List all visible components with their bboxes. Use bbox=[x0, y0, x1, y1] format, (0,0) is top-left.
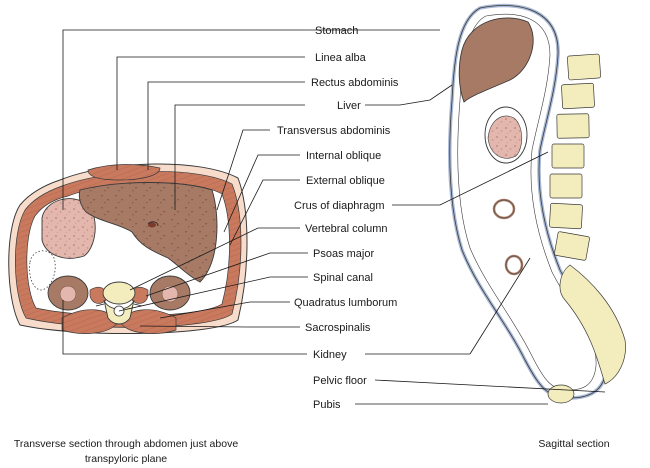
sagittal-vertebrae bbox=[547, 53, 626, 404]
liver-section bbox=[78, 182, 218, 283]
label-stomach: Stomach bbox=[315, 25, 358, 37]
label-internal-oblique: Internal oblique bbox=[306, 150, 381, 162]
label-rectus-abdominis: Rectus abdominis bbox=[311, 77, 399, 89]
label-kidney: Kidney bbox=[313, 349, 347, 361]
label-external-oblique: External oblique bbox=[306, 175, 385, 187]
sagittal-pubis bbox=[547, 384, 575, 404]
caption-sagittal: Sagittal section bbox=[538, 438, 609, 450]
rectus-abdominis-section bbox=[87, 164, 161, 181]
label-liver: Liver bbox=[337, 100, 361, 112]
label-quadratus-lumborum: Quadratus lumborum bbox=[294, 297, 397, 309]
stomach-section bbox=[41, 198, 96, 259]
leader-lines bbox=[62, 29, 606, 405]
label-crus-of-diaphragm: Crus of diaphragm bbox=[294, 200, 385, 212]
transverse-section bbox=[8, 163, 248, 335]
label-spinal-canal: Spinal canal bbox=[313, 272, 373, 284]
caption-transverse-line2: transpyloric plane bbox=[85, 453, 167, 465]
label-linea-alba: Linea alba bbox=[315, 52, 367, 64]
vertebral-column-section bbox=[95, 281, 143, 325]
label-pubis: Pubis bbox=[313, 399, 341, 411]
captions: Transverse section through abdomen just … bbox=[14, 438, 610, 465]
caption-transverse-line1: Transverse section through abdomen just … bbox=[14, 438, 238, 450]
label-pelvic-floor: Pelvic floor bbox=[313, 375, 367, 387]
label-sacrospinalis: Sacrospinalis bbox=[305, 322, 371, 334]
label-vertebral-column: Vertebral column bbox=[305, 223, 388, 235]
label-psoas-major: Psoas major bbox=[313, 248, 374, 260]
sagittal-section bbox=[447, 3, 626, 404]
intestine-section bbox=[29, 250, 56, 291]
sagittal-liver bbox=[458, 17, 534, 103]
label-transversus-abdominis: Transversus abdominis bbox=[277, 125, 391, 137]
labels: Stomach Linea alba Rectus abdominis Live… bbox=[277, 25, 399, 411]
